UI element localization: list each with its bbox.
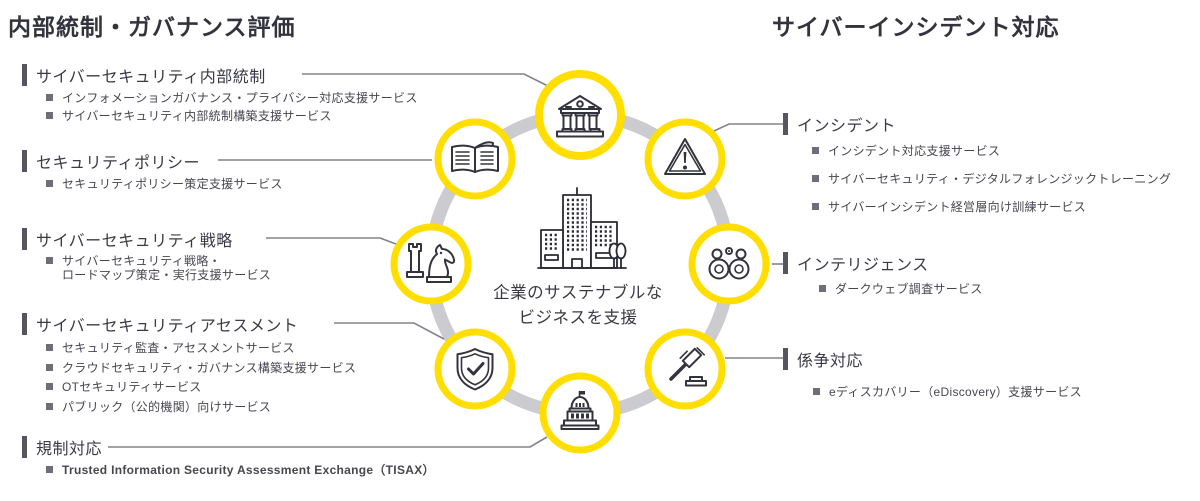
section-title: インテリジェンス: [797, 257, 929, 274]
service-item: セキュリティ監査・アセスメントサービス: [46, 341, 356, 355]
chess-pieces-icon: [406, 243, 456, 283]
bullet-square-icon: [812, 175, 819, 183]
section-dispute-response-items: eディスカバリー（eDiscovery）支援サービス: [813, 385, 1082, 403]
bullet-square-icon: [46, 94, 53, 101]
section-bar: [783, 113, 788, 135]
open-book-icon: [451, 141, 499, 173]
section-bar: [22, 64, 27, 86]
section-bar: [783, 252, 788, 274]
service-item-label: パブリック（公的機関）向けサービス: [62, 399, 272, 414]
section-regulatory-response-items: Trusted Information Security Assessment …: [46, 463, 435, 481]
service-item-label: OTセキュリティサービス: [62, 380, 202, 395]
section-cyber-assessment-items: セキュリティ監査・アセスメントサービス クラウドセキュリティ・ガバナンス構築支援…: [46, 341, 356, 420]
section-cyber-strategy-items: サイバーセキュリティ戦略・ ロードマップ策定・実行支援サービス: [46, 254, 271, 286]
service-item: インフォメーションガバナンス・プライバシー対応支援サービス: [46, 91, 418, 105]
bullet-square-icon: [46, 402, 53, 410]
service-item: Trusted Information Security Assessment …: [46, 463, 435, 477]
section-incident-items: インシデント対応支援サービス サイバーセキュリティ・デジタルフォレンジックトレー…: [812, 144, 1171, 228]
bullet-square-icon: [812, 203, 819, 211]
bullet-square-icon: [46, 344, 53, 351]
warning-triangle-icon: [664, 138, 706, 175]
service-item-label: クラウドセキュリティ・ガバナンス構築支援サービス: [62, 360, 357, 375]
gavel-icon: [669, 347, 707, 387]
bank-icon: [556, 95, 604, 138]
bullet-square-icon: [812, 147, 819, 154]
service-item-label: サイバーセキュリティ・デジタルフォレンジックトレーニング: [828, 172, 1172, 187]
bullet-square-icon: [46, 363, 53, 371]
dispute-node-circle: [644, 328, 726, 410]
section-title: 規制対応: [36, 441, 103, 458]
section-bar: [22, 150, 27, 172]
service-item: サイバーセキュリティ戦略・ ロードマップ策定・実行支援サービス: [46, 254, 271, 282]
bullet-square-icon: [813, 388, 820, 395]
diagram-caption: 企業のサステナブルな ビジネスを支援: [493, 284, 663, 327]
section-cyber-internal-control: サイバーセキュリティ内部統制: [22, 63, 266, 87]
service-nodes: [390, 70, 770, 454]
section-bar: [783, 348, 788, 370]
right-panel-title: サイバーインシデント対応: [772, 14, 1060, 40]
bullet-square-icon: [46, 112, 53, 120]
city-buildings-icon: [537, 187, 627, 269]
service-item-label: セキュリティ監査・アセスメントサービス: [62, 341, 295, 355]
connector-lines: [108, 73, 784, 448]
service-item: パブリック（公的機関）向けサービス: [46, 400, 356, 414]
section-intelligence-items: ダークウェブ調査サービス: [819, 282, 983, 300]
section-dispute-response: 係争対応: [783, 347, 863, 371]
section-title: サイバーセキュリティアセスメント: [36, 318, 299, 335]
binoculars-icon: [708, 247, 750, 280]
section-title: セキュリティポリシー: [36, 155, 201, 172]
section-intelligence: インテリジェンス: [783, 251, 929, 275]
service-item: クラウドセキュリティ・ガバナンス構築支援サービス: [46, 361, 356, 375]
shield-check-icon: [456, 348, 494, 391]
section-incident: インシデント: [783, 112, 896, 136]
section-title: 係争対応: [797, 353, 864, 370]
service-item-label: サイバーセキュリティ戦略・ ロードマップ策定・実行支援サービス: [62, 254, 272, 283]
section-title: サイバーセキュリティ内部統制: [36, 69, 266, 86]
capitol-icon: [560, 390, 600, 430]
service-item-label: eディスカバリー（eDiscovery）支援サービス: [829, 385, 1082, 399]
intelligence-node-circle: [688, 223, 770, 305]
section-bar: [22, 228, 27, 250]
section-regulatory-response: 規制対応: [22, 435, 102, 459]
section-cyber-strategy: サイバーセキュリティ戦略: [22, 227, 233, 251]
service-item: インシデント対応支援サービス: [812, 144, 1171, 158]
section-cyber-assessment: サイバーセキュリティアセスメント: [22, 312, 298, 336]
section-security-policy: セキュリティポリシー: [22, 149, 200, 173]
service-item-label: Trusted Information Security Assessment …: [62, 463, 435, 477]
service-item-label: サイバーインシデント経営層向け訓練サービス: [828, 200, 1087, 215]
service-item: ダークウェブ調査サービス: [819, 282, 983, 296]
section-bar: [22, 313, 27, 335]
section-cyber-internal-control-items: インフォメーションガバナンス・プライバシー対応支援サービス サイバーセキュリティ…: [46, 91, 418, 127]
bullet-square-icon: [46, 383, 53, 391]
bullet-square-icon: [46, 257, 53, 264]
service-item-label: インフォメーションガバナンス・プライバシー対応支援サービス: [62, 91, 418, 105]
section-title: サイバーセキュリティ戦略: [36, 233, 233, 250]
service-item: サイバーインシデント経営層向け訓練サービス: [812, 200, 1171, 214]
section-security-policy-items: セキュリティポリシー策定支援サービス: [46, 177, 283, 195]
service-item: OTセキュリティサービス: [46, 380, 356, 394]
bullet-square-icon: [819, 285, 826, 292]
service-item: サイバーセキュリティ内部統制構築支援サービス: [46, 109, 418, 123]
service-item-label: インシデント対応支援サービス: [828, 144, 1001, 158]
service-item-label: セキュリティポリシー策定支援サービス: [62, 177, 283, 191]
section-title: インシデント: [797, 118, 897, 135]
service-item-label: ダークウェブ調査サービス: [835, 282, 983, 296]
service-item-label: サイバーセキュリティ内部統制構築支援サービス: [62, 109, 332, 124]
bullet-square-icon: [46, 466, 53, 473]
service-item: サイバーセキュリティ・デジタルフォレンジックトレーニング: [812, 172, 1171, 186]
service-item: セキュリティポリシー策定支援サービス: [46, 177, 283, 191]
section-bar: [22, 436, 27, 458]
left-panel-title: 内部統制・ガバナンス評価: [8, 14, 296, 40]
service-item: eディスカバリー（eDiscovery）支援サービス: [813, 385, 1082, 399]
bullet-square-icon: [46, 180, 53, 187]
